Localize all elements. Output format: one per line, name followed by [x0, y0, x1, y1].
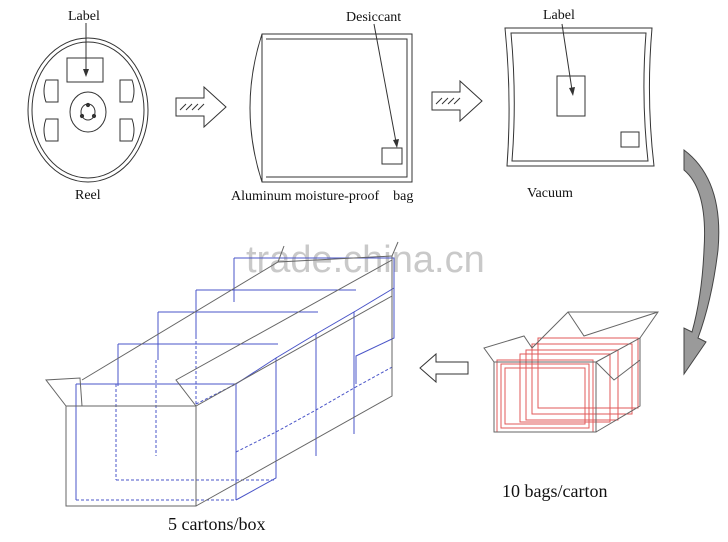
vacuum-label-caption: Label: [543, 8, 575, 23]
vacuum-desiccant: [620, 131, 640, 148]
reel-group: [27, 23, 149, 183]
vacuum-label-arrow: [561, 23, 573, 91]
curved-arrow: [683, 148, 720, 376]
reel-window-right-top: [119, 79, 135, 103]
carton-box: [483, 311, 659, 433]
desiccant-pack: [381, 147, 403, 165]
bag-caption: Aluminum moisture-proof bag: [231, 189, 413, 204]
desiccant-caption: Desiccant: [346, 10, 401, 25]
desiccant-arrow: [373, 23, 397, 143]
inner-cartons: [75, 257, 395, 501]
reel-hub-outer: [69, 91, 107, 133]
aluminum-bag: [249, 23, 413, 183]
left-arrow: [419, 352, 469, 384]
right-arrow-2: [431, 79, 483, 123]
vacuum-label-box: [556, 75, 586, 117]
reel-caption: Reel: [75, 188, 101, 203]
master-box: [45, 241, 399, 507]
outer-box: [45, 241, 399, 507]
reel-window-right-bottom: [119, 118, 135, 142]
reel-outer-rim: [27, 37, 149, 183]
reel-window-left-bottom: [43, 118, 59, 142]
reel-inner-rim: [31, 41, 145, 179]
carton-bags: [496, 337, 639, 433]
box-caption: 5 cartons/box: [168, 514, 265, 534]
reel-window-left-top: [43, 79, 59, 103]
carton: [483, 311, 659, 433]
reel-label-caption: Label: [68, 9, 100, 24]
vacuum-caption: Vacuum: [527, 186, 573, 201]
right-arrow-1: [175, 85, 227, 129]
reel-label-box: [66, 57, 104, 83]
watermark: trade.china.cn: [246, 239, 485, 281]
carton-caption: 10 bags/carton: [502, 481, 607, 501]
vacuum-bag: [504, 23, 655, 167]
